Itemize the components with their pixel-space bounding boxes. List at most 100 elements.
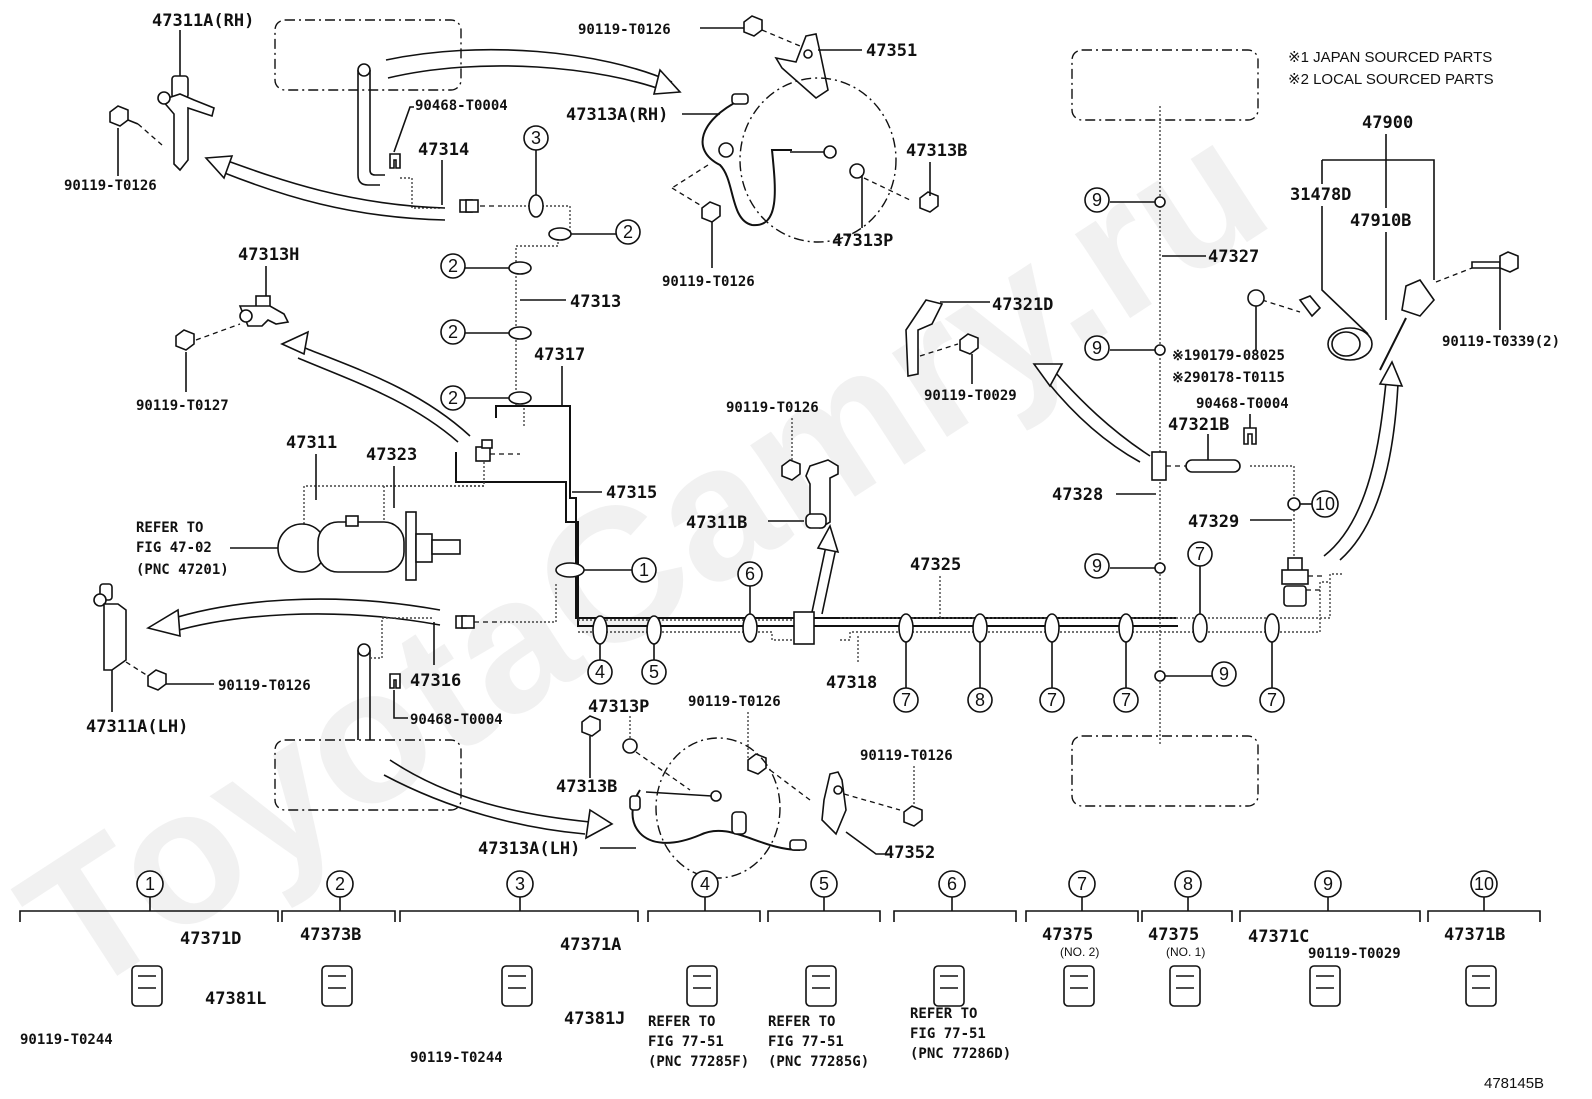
nut-190179-08025[interactable]: ※190179-08025 ※290178-T0115	[1172, 289, 1285, 386]
label-90119-t0126-g[interactable]: 90119-T0126	[860, 748, 953, 764]
union-47318[interactable]	[793, 611, 815, 645]
label-90468-t0004-a[interactable]: 90468-T0004	[415, 98, 508, 114]
bracket-47352[interactable]: 47352	[821, 771, 935, 863]
bolt-90119-t0339[interactable]: 90119-T0339(2)	[1435, 251, 1560, 350]
label-47311b[interactable]: 47311B	[686, 513, 747, 533]
label-47311[interactable]: 47311	[286, 433, 337, 453]
part-label-47371a[interactable]: 47371A	[560, 935, 621, 955]
flex-hose-47313a-lh[interactable]: 47313A(LH)	[478, 789, 807, 859]
bolt-47313b-top[interactable]: 47313B	[863, 141, 967, 213]
label-47313p-top[interactable]: 47313P	[832, 231, 893, 251]
label-47313b-top[interactable]: 47313B	[906, 141, 967, 161]
bolt-90119-t0126-b[interactable]: 90119-T0126	[125, 661, 311, 694]
part-label-47371d[interactable]: 47371D	[180, 929, 241, 949]
label-90119-t0126-f[interactable]: 90119-T0126	[688, 694, 781, 710]
label-90119-t0029-a[interactable]: 90119-T0029	[924, 388, 1017, 404]
part-label-47371c[interactable]: 47371C	[1248, 927, 1309, 947]
part-label-47375[interactable]: 47375	[1148, 925, 1199, 945]
flex-hose-47313a-rh[interactable]: 47313A(RH)	[566, 93, 837, 227]
bolt-90119-t0126-a[interactable]: 90119-T0126	[64, 105, 163, 194]
label-47314[interactable]: 47314	[418, 140, 469, 160]
part-47311a-rh[interactable]: 47311A(RH)	[152, 11, 254, 172]
label-31478d[interactable]: 31478D	[1290, 185, 1351, 205]
bracket-47311b[interactable]: 47311B	[686, 459, 839, 533]
label-47318[interactable]: 47318	[826, 673, 877, 693]
label-90119-t0126-c[interactable]: 90119-T0126	[578, 22, 671, 38]
washer-47313p-bottom[interactable]: 47313P	[588, 697, 691, 791]
part-label-90119-t0029[interactable]: 90119-T0029	[1308, 946, 1401, 962]
part-label-47375[interactable]: 47375	[1042, 925, 1093, 945]
label-47352[interactable]: 47352	[884, 843, 935, 863]
label-47311a-rh[interactable]: 47311A(RH)	[152, 11, 254, 31]
label-290178-t0115[interactable]: ※290178-T0115	[1172, 370, 1285, 386]
bolt-90119-t0126-d[interactable]: 90119-T0126	[662, 201, 755, 290]
clip-90468-t0004-c[interactable]: 90468-T0004	[1196, 396, 1289, 445]
label-47323[interactable]: 47323	[366, 445, 417, 465]
label-90119-t0126-b[interactable]: 90119-T0126	[218, 678, 311, 694]
brake-tube-47314[interactable]: 47314	[400, 140, 530, 213]
label-47313a-rh[interactable]: 47313A(RH)	[566, 105, 668, 125]
master-cylinder[interactable]	[277, 511, 461, 581]
part-label-90119-t0244[interactable]: 90119-T0244	[20, 1032, 113, 1048]
label-90119-t0126-d[interactable]: 90119-T0126	[662, 274, 755, 290]
bolt-90119-t0029-a[interactable]: 90119-T0029	[919, 333, 1017, 404]
label-47313a-lh[interactable]: 47313A(LH)	[478, 839, 580, 859]
height-control-sensor-47900[interactable]	[1261, 279, 1436, 371]
label-47329[interactable]: 47329	[1188, 512, 1239, 532]
label-90119-t0339[interactable]: 90119-T0339(2)	[1442, 334, 1560, 350]
label-47328[interactable]: 47328	[1052, 485, 1103, 505]
brake-tube-47329[interactable]	[1250, 465, 1295, 566]
label-47313[interactable]: 47313	[570, 292, 621, 312]
label-47327[interactable]: 47327	[1208, 247, 1259, 267]
label-47351[interactable]: 47351	[866, 41, 917, 61]
bolt-90119-t0126-e[interactable]: 90119-T0126	[726, 400, 819, 481]
brake-tube-main-lower[interactable]	[578, 631, 792, 641]
label-90468-t0004-c[interactable]: 90468-T0004	[1196, 396, 1289, 412]
label-47321d[interactable]: 47321D	[992, 295, 1053, 315]
bracket-47321d[interactable]: 47321D	[905, 295, 1053, 377]
brake-tube-47316[interactable]	[370, 617, 434, 659]
label-47321b[interactable]: 47321B	[1168, 415, 1229, 435]
label-47900[interactable]: 47900	[1362, 113, 1413, 133]
brake-tube-47325[interactable]	[840, 573, 1344, 619]
brake-tube-47318[interactable]	[840, 581, 1330, 641]
label-47317[interactable]: 47317	[534, 345, 585, 365]
washer-47313p-top[interactable]: 47313P	[832, 163, 893, 251]
label-47316[interactable]: 47316	[410, 671, 461, 691]
clip-90468-t0004-a[interactable]: 90468-T0004	[389, 98, 508, 169]
part-label-47373b[interactable]: 47373B	[300, 925, 361, 945]
bracket-47351[interactable]: 47351	[774, 33, 917, 100]
label-47910b[interactable]: 47910B	[1350, 211, 1411, 231]
bolt-47313b-bottom[interactable]: 47313B	[556, 715, 617, 797]
label-47313b-bottom[interactable]: 47313B	[556, 777, 617, 797]
label-90468-t0004-b[interactable]: 90468-T0004	[410, 712, 503, 728]
label-90119-t0126-e[interactable]: 90119-T0126	[726, 400, 819, 416]
brake-tube-47317[interactable]	[495, 405, 1176, 619]
load-sensing-valve[interactable]	[1281, 557, 1326, 607]
label-47325[interactable]: 47325	[910, 555, 961, 575]
part-47311a-lh[interactable]: 47311A(LH)	[86, 583, 188, 737]
label-47311a-lh[interactable]: 47311A(LH)	[86, 717, 188, 737]
hose-47321b[interactable]: 47321B	[1168, 415, 1241, 473]
label-47313p-bottom[interactable]: 47313P	[588, 697, 649, 717]
part-47313h[interactable]: 47313H	[238, 245, 299, 327]
label-90119-t0127[interactable]: 90119-T0127	[136, 398, 229, 414]
three-way-joint[interactable]	[475, 446, 491, 462]
part-label-47371b[interactable]: 47371B	[1444, 925, 1505, 945]
part-label-47381j[interactable]: 47381J	[564, 1009, 625, 1029]
label-90119-t0126-a[interactable]: 90119-T0126	[64, 178, 157, 194]
bolt-90119-t0126-g[interactable]: 90119-T0126	[860, 748, 953, 827]
clip-90468-t0004-b[interactable]: 90468-T0004	[389, 673, 503, 728]
part-label-47381l[interactable]: 47381L	[205, 989, 266, 1009]
part-label-90119-t0244[interactable]: 90119-T0244	[410, 1050, 503, 1066]
